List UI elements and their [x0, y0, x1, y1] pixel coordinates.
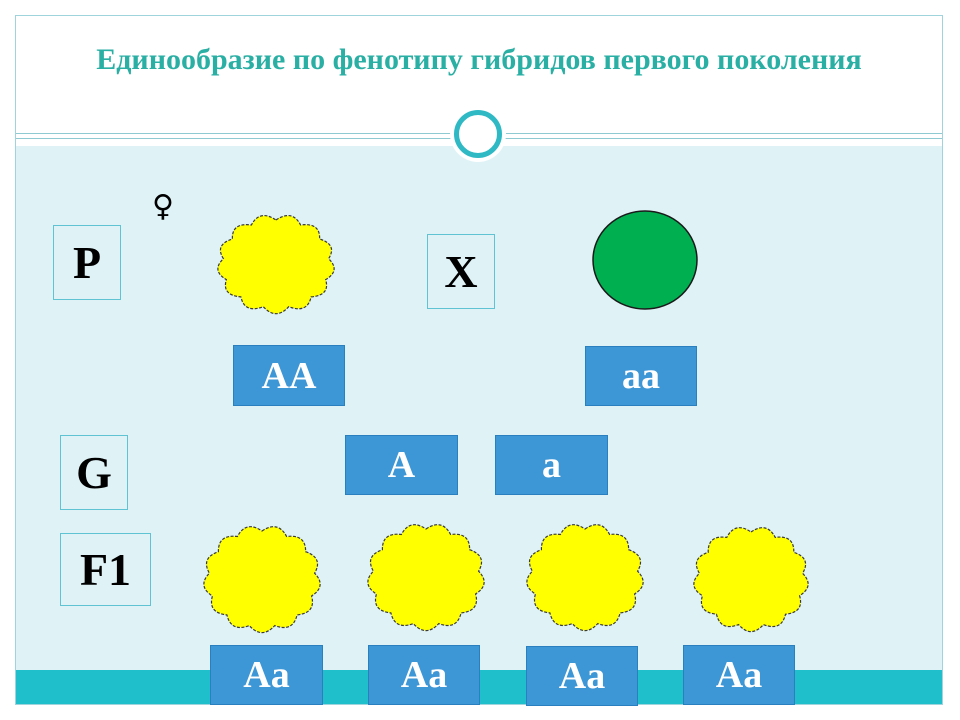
yellow-seed-shape [526, 524, 644, 632]
gamete-dominant: A [345, 435, 458, 495]
f1-seed-3 [526, 524, 644, 632]
mother-genotype: AA [233, 345, 345, 406]
f1-genotype-2: Aa [368, 645, 480, 705]
gamete-recessive: a [495, 435, 608, 495]
yellow-seed-shape [217, 214, 335, 315]
parents-row-label: P [53, 225, 121, 300]
yellow-seed-shape [693, 527, 809, 633]
slide-title: Единообразие по фенотипу гибридов первог… [96, 43, 862, 76]
f1-row-label: F1 [60, 533, 151, 606]
yellow-seed-shape [203, 526, 321, 634]
f1-seed-1 [203, 526, 321, 634]
mother-seed-yellow-wrinkled [217, 214, 335, 315]
f1-genotype-1: Aa [210, 645, 323, 705]
green-seed-shape [592, 210, 698, 310]
yellow-seed-shape [367, 524, 485, 632]
father-seed-green-smooth [592, 210, 698, 310]
f1-seed-4 [693, 527, 809, 633]
ring-ornament-icon [454, 110, 502, 158]
cross-symbol-label: X [427, 234, 495, 309]
f1-seed-2 [367, 524, 485, 632]
father-genotype: aa [585, 346, 697, 406]
f1-genotype-4: Aa [683, 645, 795, 705]
f1-genotype-3: Aa [526, 646, 638, 706]
female-symbol-icon: ♀ [152, 189, 174, 224]
gametes-row-label: G [60, 435, 128, 510]
